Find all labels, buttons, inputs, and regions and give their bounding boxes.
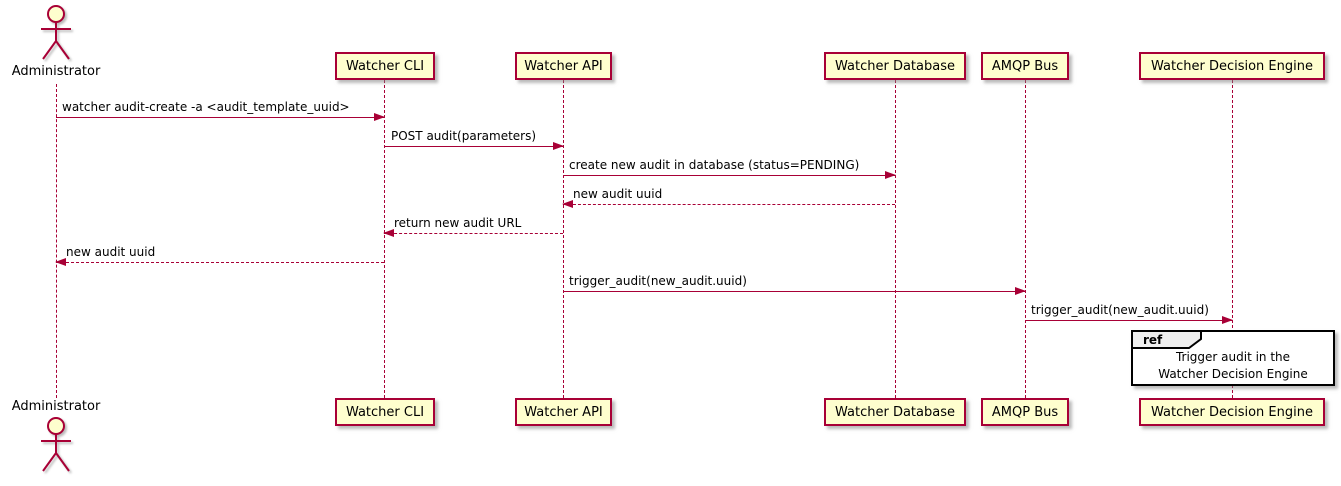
message-arrow — [383, 229, 563, 237]
participant-label: Watcher Decision Engine — [1151, 58, 1313, 74]
message-label: trigger_audit(new_audit.uuid) — [569, 274, 747, 288]
arrowhead-right-icon — [553, 142, 564, 150]
actor-administrator-top: Administrator — [0, 4, 112, 80]
participant-label: Watcher CLI — [345, 58, 425, 74]
participant-label: Watcher Database — [835, 404, 955, 420]
arrowhead-left-icon — [562, 200, 573, 208]
participant-label: AMQP Bus — [991, 58, 1059, 74]
actor-administrator-bottom: Administrator — [0, 399, 112, 477]
ref-tab-icon — [1131, 330, 1202, 349]
lifeline-watcher-database — [895, 80, 896, 398]
participant-label: Watcher API — [524, 58, 603, 74]
message-arrow — [563, 171, 896, 179]
participant-box-watcher-decision-engine-bottom: Watcher Decision Engine — [1139, 398, 1325, 426]
participant-box-watcher-database-bottom: Watcher Database — [824, 398, 966, 426]
participant-box-watcher-cli-top: Watcher CLI — [335, 52, 435, 80]
message-arrow — [55, 258, 384, 266]
lifeline-watcher-decision-engine — [1232, 80, 1233, 398]
participant-box-watcher-api-top: Watcher API — [515, 52, 612, 80]
ref-text: Trigger audit in the Watcher Decision En… — [1133, 349, 1333, 383]
message-label: create new audit in database (status=PEN… — [569, 158, 860, 172]
participant-label: Watcher Database — [835, 58, 955, 74]
arrowhead-right-icon — [1222, 316, 1233, 324]
arrowhead-left-icon — [383, 229, 394, 237]
actor-label: Administrator — [11, 399, 101, 414]
lifeline-watcher-cli — [384, 80, 385, 398]
participant-label: AMQP Bus — [991, 404, 1059, 420]
message-label: watcher audit-create -a <audit_template_… — [62, 100, 350, 114]
message-arrow — [562, 200, 895, 208]
participant-label: Watcher API — [524, 404, 603, 420]
message-arrow — [563, 287, 1026, 295]
actor-label: Administrator — [11, 64, 101, 79]
lifeline-watcher-api — [563, 80, 564, 398]
ref-text-line1: Trigger audit in the — [1175, 350, 1291, 364]
message-arrow — [1025, 316, 1233, 324]
participant-box-watcher-cli-bottom: Watcher CLI — [335, 398, 435, 426]
participant-box-watcher-decision-engine-top: Watcher Decision Engine — [1139, 52, 1325, 80]
participant-box-amqp-bus-top: AMQP Bus — [981, 52, 1069, 80]
lifeline-amqp-bus — [1025, 80, 1026, 398]
message-label: return new audit URL — [394, 216, 522, 230]
participant-box-amqp-bus-bottom: AMQP Bus — [981, 398, 1069, 426]
ref-text-line2: Watcher Decision Engine — [1158, 367, 1308, 381]
participant-box-watcher-api-bottom: Watcher API — [515, 398, 612, 426]
actor-icon — [41, 417, 71, 472]
arrowhead-left-icon — [55, 258, 66, 266]
lifeline-administrator — [56, 84, 57, 398]
participant-label: Watcher Decision Engine — [1151, 404, 1313, 420]
message-label: new audit uuid — [66, 245, 156, 259]
message-label: trigger_audit(new_audit.uuid) — [1031, 303, 1209, 317]
ref-keyword: ref — [1143, 333, 1163, 347]
arrowhead-right-icon — [374, 113, 385, 121]
message-arrow — [384, 142, 564, 150]
arrowhead-right-icon — [1015, 287, 1026, 295]
actor-icon — [41, 5, 71, 60]
participant-box-watcher-database-top: Watcher Database — [824, 52, 966, 80]
message-label: POST audit(parameters) — [391, 129, 537, 143]
message-label: new audit uuid — [573, 187, 663, 201]
arrowhead-right-icon — [885, 171, 896, 179]
ref-fragment: ref Trigger audit in the Watcher Decisio… — [1131, 330, 1335, 386]
message-arrow — [56, 113, 385, 121]
participant-label: Watcher CLI — [345, 404, 425, 420]
